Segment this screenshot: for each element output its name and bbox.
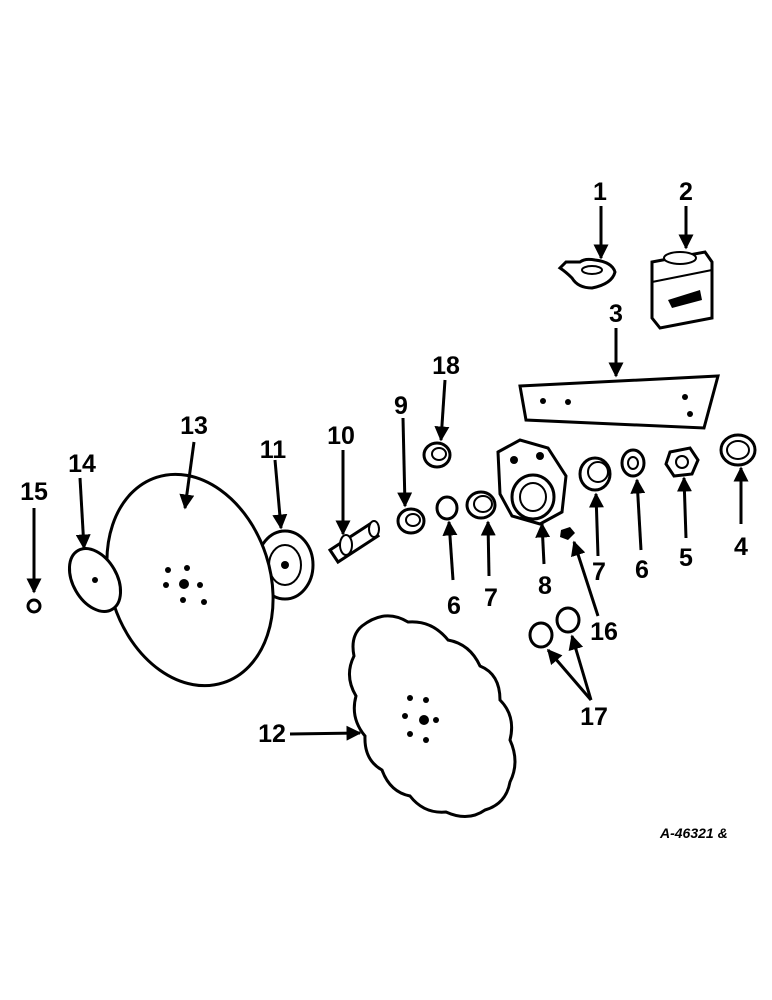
- callout-5: 5: [679, 544, 693, 572]
- callout-16: 16: [590, 618, 618, 646]
- reference-code: A-46321 &: [659, 825, 728, 841]
- callout-8: 8: [538, 572, 552, 600]
- part-2-housing: [650, 250, 714, 330]
- part-15-ring: [26, 598, 42, 614]
- leader-lines: [26, 206, 749, 741]
- callout-labels: 1 2 3 4 5 6 6 7 7 7 8 9 10 11 12 13 14 1…: [20, 178, 748, 748]
- callout-14: 14: [68, 450, 96, 478]
- part-9-washer: [396, 507, 426, 535]
- callout-11: 11: [260, 436, 287, 464]
- callout-17: 17: [580, 703, 608, 731]
- part-14-small-disc: [67, 547, 123, 613]
- part-8-hub: [496, 438, 568, 526]
- callout-10: 10: [327, 422, 355, 450]
- part-7-cup-right: [578, 456, 612, 492]
- callout-15: 15: [20, 478, 48, 506]
- part-18-bushing: [422, 441, 452, 469]
- callout-12: 12: [258, 720, 286, 748]
- callout-18: 18: [432, 352, 460, 380]
- part-6-bearing-right: [620, 448, 646, 478]
- callout-7-right: 7: [592, 558, 606, 586]
- callout-4: 4: [734, 533, 748, 561]
- part-6-bearing-left: [435, 495, 459, 521]
- part-10-spindle: [327, 520, 381, 565]
- part-5-nut: [664, 446, 700, 478]
- callout-3: 3: [609, 300, 623, 328]
- callout-2: 2: [679, 178, 693, 206]
- part-4-cap: [719, 433, 757, 467]
- callout-6-right: 6: [635, 556, 649, 584]
- callout-1: 1: [593, 178, 607, 206]
- callout-13: 13: [180, 412, 208, 440]
- callout-9: 9: [394, 392, 408, 420]
- part-16-small-nut: [560, 527, 575, 540]
- callout-7-left: 7: [484, 584, 498, 612]
- part-17-seals: [528, 606, 581, 649]
- part-3-plate: [518, 374, 720, 430]
- part-7-cup-left: [465, 490, 497, 520]
- part-12-notched-disc: [348, 614, 517, 818]
- callout-6-left: 6: [447, 592, 461, 620]
- part-1-bracket: [557, 257, 617, 290]
